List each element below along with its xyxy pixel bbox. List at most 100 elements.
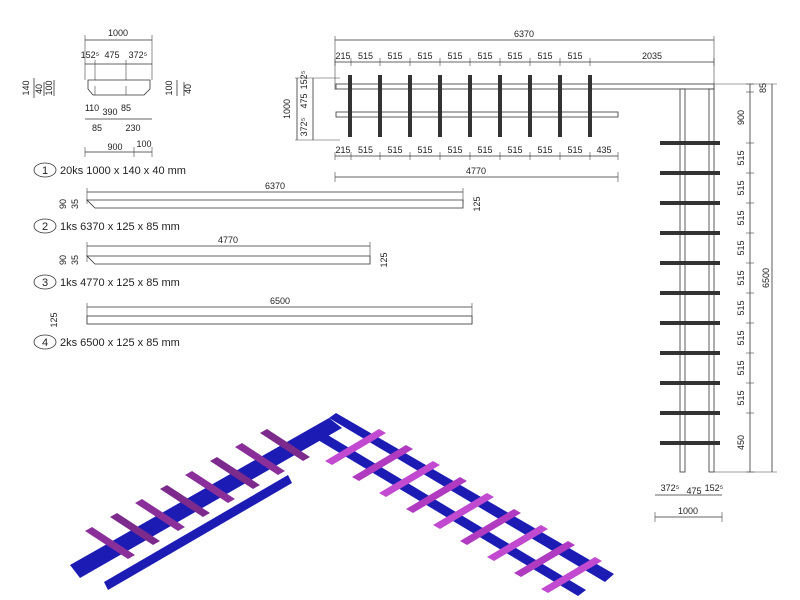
iso-slat-right: [406, 477, 467, 513]
plan-beam-6370: [335, 83, 715, 90]
part1-dim-total: 1000: [108, 28, 128, 38]
part4-number-badge: [33, 334, 57, 350]
plan-beam-6500-left: [679, 88, 686, 473]
plan-top-slat: [498, 75, 502, 137]
part4-length: 6500: [270, 296, 290, 306]
plan-beam-6500-right: [708, 88, 715, 473]
part4-h125: 125: [49, 312, 59, 327]
plan-right-seg-5: 515: [736, 240, 746, 255]
plan-top-slat: [408, 75, 412, 137]
iso-slat-right: [514, 541, 575, 577]
plan-right-slat: [660, 351, 720, 355]
part3-h90: 90: [58, 255, 68, 265]
part1-number-badge: [33, 162, 57, 178]
plan-right-seg-8: 515: [736, 330, 746, 345]
part1-dim-b85: 85: [121, 103, 131, 113]
part2-beam: [86, 199, 464, 209]
plan-right-seg-7: 515: [736, 300, 746, 315]
part2-caption: 1ks 6370 x 125 x 85 mm: [60, 221, 180, 233]
plan-right-slat: [660, 321, 720, 325]
part3-length: 4770: [218, 235, 238, 245]
plan-top-slats: [348, 75, 592, 137]
plan-top-seg-6: 515: [507, 51, 522, 61]
part1-dim-b85b: 85: [92, 123, 102, 133]
part1-caption: 20ks 1000 x 140 x 40 mm: [60, 165, 186, 177]
part3-caption: 1ks 4770 x 125 x 85 mm: [60, 277, 180, 289]
part1-dim-right: 372⁵: [129, 50, 148, 60]
plan-right-seg-3: 515: [736, 180, 746, 195]
plan-top-slat: [528, 75, 532, 137]
part2-h35: 35: [70, 199, 80, 209]
plan-top-slat: [348, 75, 352, 137]
iso-slat-left: [110, 513, 160, 545]
part2-number-badge: [33, 218, 57, 234]
part2-h125: 125: [472, 196, 482, 211]
plan-top-seg-8: 515: [567, 51, 582, 61]
plan-top-bseg-9: 435: [596, 145, 611, 155]
part3-number-badge: [33, 274, 57, 290]
plan-right-slat: [660, 291, 720, 295]
plan-top-total: 6370: [514, 29, 534, 39]
plan-right-seg-6: 515: [736, 270, 746, 285]
part1-dim-mid: 475: [104, 50, 119, 60]
iso-slat-left: [160, 485, 210, 517]
plan-top-seg-3: 515: [417, 51, 432, 61]
part1-dim-b100: 100: [136, 139, 151, 149]
plan-right-bottom-a: 372⁵: [661, 483, 680, 493]
part4-detail: 6500 125 4 2ks 6500 x 125 x 85 mm: [33, 296, 473, 350]
plan-right-seg-9: 515: [736, 360, 746, 375]
part1-number: 1: [42, 165, 48, 177]
iso-slat-right: [352, 445, 413, 481]
plan-right-slat: [660, 201, 720, 205]
iso-slat-left: [235, 443, 285, 475]
iso-slat-left: [210, 457, 260, 489]
part1-dim-b230: 230: [125, 123, 140, 133]
part1-dim-rh40: 40: [183, 84, 193, 94]
part3-detail: 4770 90 35 125 3 1ks 4770 x 125 x 85 mm: [33, 235, 389, 290]
plan-right-seg-0: 85: [758, 83, 768, 93]
plan-top-bseg-2: 515: [387, 145, 402, 155]
plan-right-slat: [660, 141, 720, 145]
part1-detail: 1000 152⁵ 475 372⁵ 140 40 100 100 40 110…: [21, 28, 193, 178]
plan-top-bottom-total: 4770: [466, 166, 486, 176]
plan-top-left-total: 1000: [282, 99, 292, 119]
plan-right-bottom-b: 475: [686, 486, 701, 496]
plan-top-left-b: 475: [299, 93, 309, 108]
iso-beam-left-top: [70, 418, 342, 578]
part4-number: 4: [42, 337, 48, 349]
part2-h90: 90: [58, 199, 68, 209]
part1-dim-rh100: 100: [164, 80, 174, 95]
plan-top-bseg-5: 515: [477, 145, 492, 155]
iso-slat-right: [433, 493, 494, 529]
iso-slat-left: [185, 471, 235, 503]
plan-top-bseg-7: 515: [537, 145, 552, 155]
plan-right-total: 6500: [761, 268, 771, 288]
plan-top-bseg-3: 515: [417, 145, 432, 155]
plan-right-seg-1: 900: [736, 110, 746, 125]
plan-top-bseg-1: 515: [358, 145, 373, 155]
plan-right-seg-4: 515: [736, 210, 746, 225]
plan-right-seg-10: 515: [736, 390, 746, 405]
plan-right-slat: [660, 231, 720, 235]
plan-right-slat: [660, 411, 720, 415]
plan-right-slat: [660, 441, 720, 445]
plan-top-seg-5: 515: [477, 51, 492, 61]
part2-length: 6370: [265, 181, 285, 191]
iso-slats: [85, 429, 602, 593]
iso-slat-right: [460, 509, 521, 545]
part3-number: 3: [42, 277, 48, 289]
part2-detail: 6370 90 35 125 2 1ks 6370 x 125 x 85 mm: [33, 181, 482, 234]
isometric-view: [70, 413, 614, 596]
plan-right-slat: [660, 261, 720, 265]
plan-right-slats: [660, 141, 720, 445]
plan-top-slat: [588, 75, 592, 137]
plan-top-slat: [438, 75, 442, 137]
part3-h35: 35: [70, 255, 80, 265]
iso-slat-right: [325, 429, 386, 465]
plan-top-seg-9: 2035: [642, 51, 662, 61]
part1-dim-b900: 900: [107, 142, 122, 152]
